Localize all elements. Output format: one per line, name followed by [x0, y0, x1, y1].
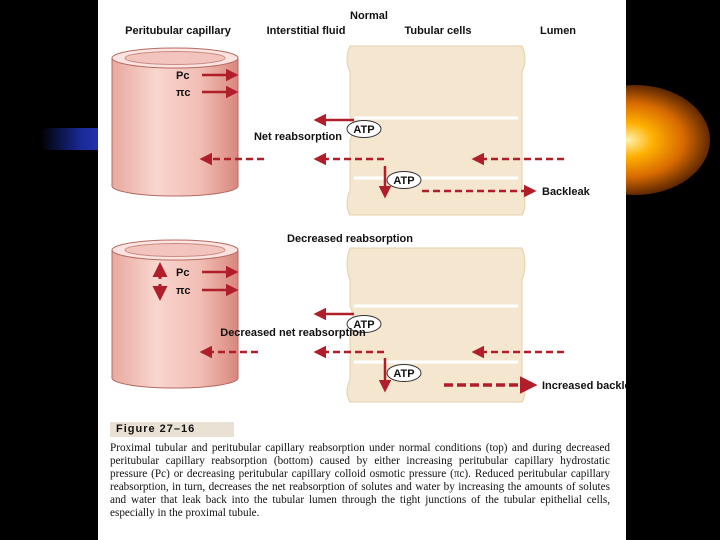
top-net-reabsorption-label: Net reabsorption — [254, 131, 342, 143]
diagram-svg: Normal Peritubular capillary Interstitia… — [111, 10, 626, 403]
bottom-pic-label: πc — [176, 285, 191, 297]
bottom-pc-label: Pc — [176, 267, 189, 279]
bottom-net-line: Decreased net reabsorption — [220, 327, 366, 339]
top-atp-label-1: ATP — [353, 124, 374, 136]
top-atp-label-2: ATP — [393, 175, 414, 187]
figure-caption: Proximal tubular and peritubular capilla… — [110, 442, 610, 519]
bottom-atp-pump-1 — [346, 315, 382, 333]
interstitial-header: Interstitial fluid — [267, 25, 346, 37]
bottom-capillary-cylinder — [111, 249, 239, 389]
top-title: Normal — [350, 10, 388, 22]
figure-number: Figure 27–16 — [110, 422, 234, 437]
top-atp-pump-2 — [386, 171, 422, 189]
top-section: Pc πc ATP Net reabsorption ATP Backleak — [111, 45, 591, 216]
bottom-net-reabsorption-label: Decreased net reabsorption — [220, 327, 366, 339]
top-tubular-cells — [346, 45, 526, 216]
top-backleak-label: Backleak — [542, 186, 591, 198]
bottom-section: Pc πc ATP Decreased net reabsorption ATP… — [111, 239, 626, 403]
top-capillary-lumen — [124, 51, 226, 65]
bottom-atp-pump-2 — [386, 364, 422, 382]
peritubular-header: Peritubular capillary — [125, 25, 232, 37]
lumen-header: Lumen — [540, 25, 576, 37]
bottom-atp-label-2: ATP — [393, 368, 414, 380]
bottom-atp-label-1: ATP — [353, 319, 374, 331]
top-pc-label: Pc — [176, 70, 189, 82]
tubular-header: Tubular cells — [404, 25, 471, 37]
top-capillary-cylinder — [111, 57, 239, 197]
left-blue-glow-decoration — [40, 128, 110, 150]
top-pic-label: πc — [176, 87, 191, 99]
bottom-capillary-lumen — [124, 243, 226, 257]
bottom-title: Decreased reabsorption — [287, 233, 413, 245]
top-atp-pump-1 — [346, 120, 382, 138]
figure-panel: Normal Peritubular capillary Interstitia… — [98, 0, 626, 540]
bottom-backleak-line: Increased backleak — [542, 380, 626, 392]
bottom-backleak-label: Increased backleak — [542, 380, 626, 392]
